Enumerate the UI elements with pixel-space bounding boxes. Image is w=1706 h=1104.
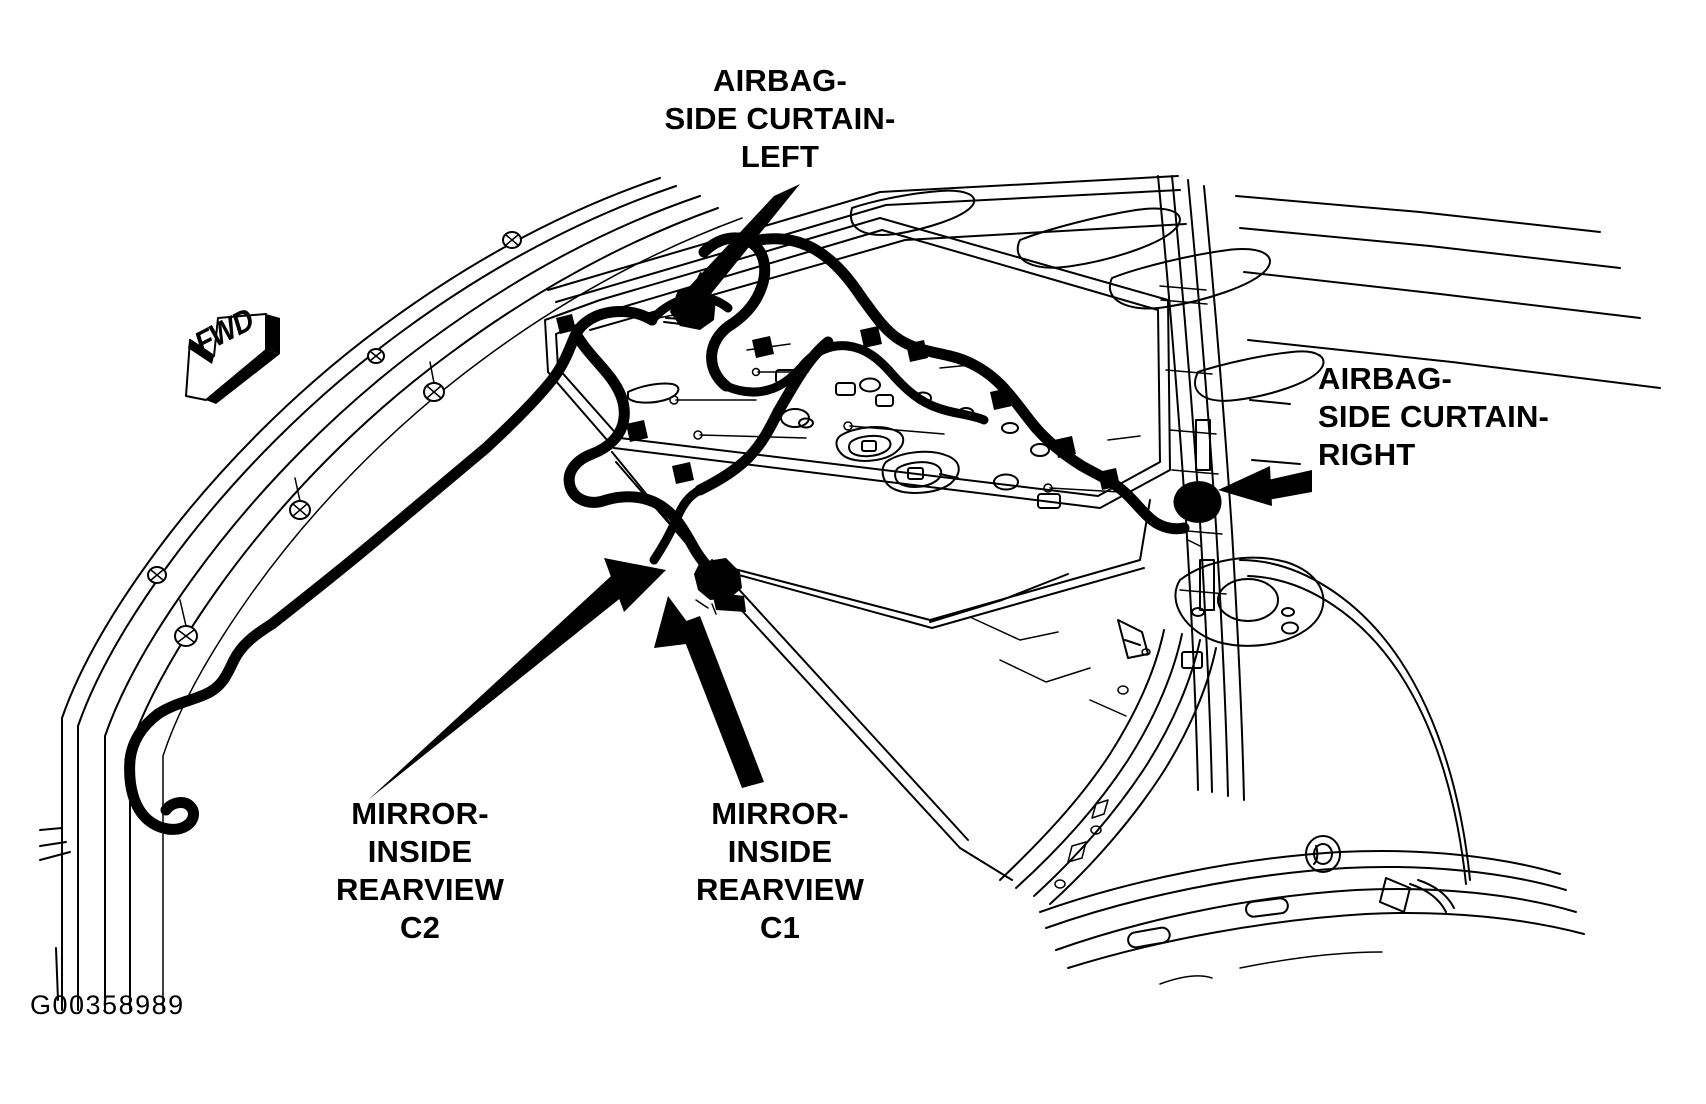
leader-arrow-airbag-right [1218,466,1312,506]
left-a-pillar-structure [39,177,743,1011]
mirror-connector-c1-c2 [694,558,746,615]
callout-mirror-inside-rearview-c1: MIRROR- INSIDE REARVIEW C1 [695,796,865,945]
fwd-orientation-marker [185,313,280,404]
harness-clips-left [147,231,522,647]
leader-arrow-mirror-c2 [368,558,666,800]
figure-id-code: G00358989 [30,990,185,1020]
callout-mirror-inside-rearview-c2: MIRROR- INSIDE REARVIEW C2 [335,796,505,945]
leader-arrows [368,184,1312,800]
connector-airbag-right [1173,481,1222,523]
callout-airbag-side-curtain-left: AIRBAG- SIDE CURTAIN- LEFT [664,63,896,174]
harness-center-loops [563,232,1190,615]
rear-quarter-panel [699,195,1661,985]
roof-header-panel [544,175,1325,669]
leader-arrow-mirror-c1 [654,596,764,788]
harness-left-roof-rail [124,306,658,835]
harness-clips-header [556,314,1120,490]
callout-airbag-side-curtain-right: AIRBAG- SIDE CURTAIN- RIGHT [1318,361,1550,472]
leader-arrow-airbag-left [683,184,800,312]
